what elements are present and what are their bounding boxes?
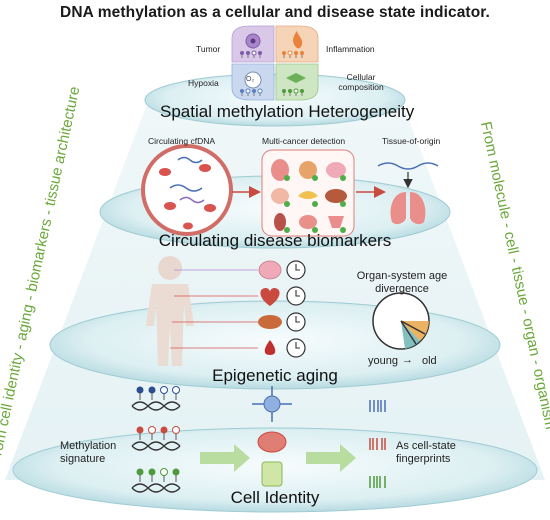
- label-tissue-of-origin: Tissue-of-origin: [382, 136, 441, 146]
- oxygen-icon: [244, 71, 262, 89]
- label-age-arrow: →: [402, 354, 413, 366]
- aging-liver-icon: [258, 315, 282, 329]
- liver-icon: [325, 189, 347, 203]
- organ-lines: [170, 269, 258, 349]
- diagram-title: DNA methylation as a cellular and diseas…: [60, 4, 490, 21]
- tissue-origin-graphic: [377, 162, 439, 225]
- dna-helices: [131, 401, 181, 493]
- cfdna-blood-circle: [141, 144, 233, 236]
- multicancer-panel: [261, 149, 355, 237]
- tier-heading-biomarkers: Circulating disease biomarkers: [158, 231, 392, 250]
- human-silhouette: [146, 256, 194, 366]
- label-young: young: [368, 355, 398, 367]
- fingerprint-barcodes: [369, 400, 386, 488]
- age-divergence-gauge: [372, 292, 430, 350]
- red-cell-icon: [257, 431, 287, 453]
- uterus-icon: [328, 216, 344, 228]
- lung-icon: [271, 159, 289, 181]
- brain-icon: [326, 162, 346, 178]
- tier-heading-spatial: Spatial methylation Heterogeneity: [160, 102, 415, 121]
- quadrant-label-tumor: Tumor: [196, 44, 221, 54]
- epithelial-cell-icon: [261, 461, 283, 487]
- label-circulating-cfdna: Circulating cfDNA: [148, 136, 216, 146]
- label-methylation-signature: Methylation signature: [60, 440, 117, 465]
- lungs-icon: [390, 192, 426, 225]
- quadrant-label-cellular-composition: Cellular composition: [338, 72, 384, 92]
- spatial-tissue-quadrants: [231, 25, 319, 101]
- quadrant-label-inflammation: Inflammation: [326, 44, 375, 54]
- colon-icon: [299, 161, 317, 179]
- oxygen-symbol: O₂: [246, 76, 255, 83]
- breast-icon: [271, 188, 289, 204]
- disc-spatial: [144, 73, 406, 127]
- pancreas-icon: [298, 191, 318, 199]
- label-cell-state-fingerprints: As cell-state fingerprints: [396, 440, 456, 465]
- label-old: old: [422, 355, 437, 367]
- methylation-lollipops: [136, 386, 180, 482]
- kidney-icon: [274, 213, 286, 231]
- aging-blood-drop-icon: [264, 340, 276, 355]
- flame-icon: [293, 31, 303, 49]
- neuron-icon: [263, 395, 281, 413]
- check-marks: [284, 175, 346, 233]
- aging-heart-icon: [260, 288, 280, 306]
- cell-types: [252, 386, 292, 487]
- stomach-icon: [299, 215, 317, 229]
- label-organ-age-divergence: Organ-system age divergence: [356, 270, 448, 295]
- quadrant-label-hypoxia: Hypoxia: [188, 78, 219, 88]
- tier-heading-aging: Epigenetic aging: [212, 366, 338, 385]
- cells-icon: [286, 73, 306, 83]
- tier-heading-identity: Cell Identity: [230, 488, 320, 507]
- aging-brain-icon: [258, 260, 282, 280]
- label-multicancer-detection: Multi-cancer detection: [262, 136, 346, 146]
- arrow-signature-to-cells: [200, 444, 250, 472]
- arrow-cells-to-fingerprints: [306, 444, 356, 472]
